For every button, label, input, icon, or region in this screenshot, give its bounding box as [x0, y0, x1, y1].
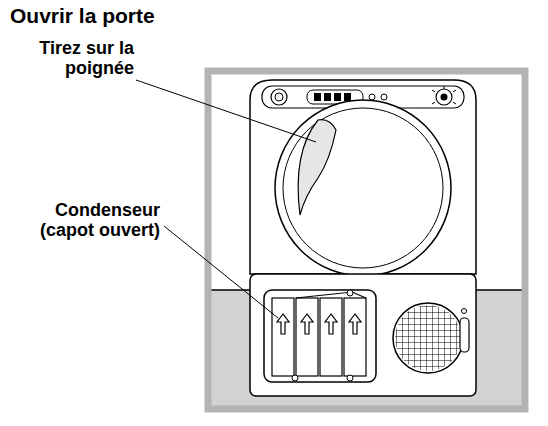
part-label: Condenseur (capot ouvert): [6, 200, 160, 240]
part-label: Tirez sur la poignée: [10, 38, 134, 78]
heading: Ouvrir la porte: [10, 4, 155, 28]
